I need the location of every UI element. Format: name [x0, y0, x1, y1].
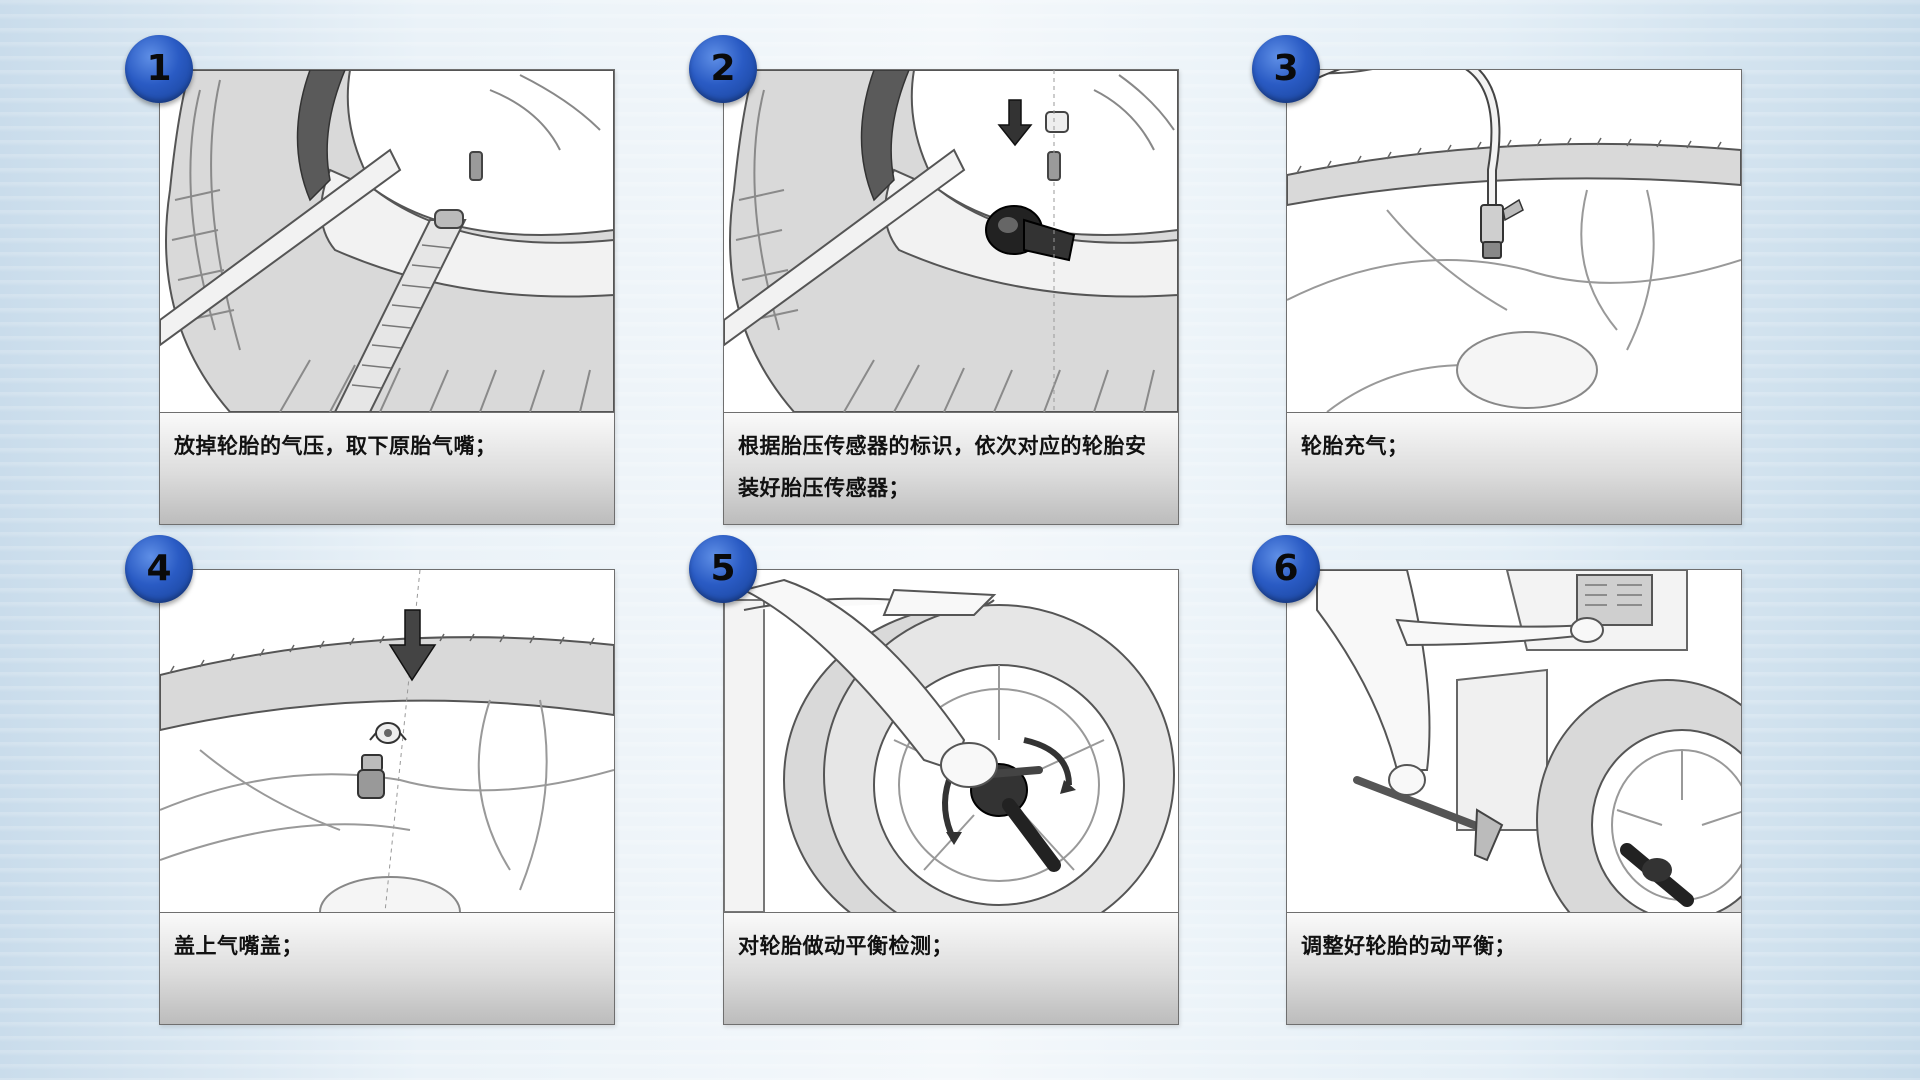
- step-5-caption: 对轮胎做动平衡检测；: [724, 913, 1178, 1024]
- tpms-sensor-install-illustration: [724, 70, 1178, 412]
- step-6: 调整好轮胎的动平衡； 6: [1252, 535, 1742, 1025]
- step-panel: 对轮胎做动平衡检测；: [723, 569, 1179, 1025]
- step-6-number-badge: 6: [1252, 535, 1320, 603]
- tire-inflation-illustration: [1287, 70, 1741, 412]
- wheel-balancing-illustration: [724, 578, 1175, 912]
- step-4: 盖上气嘴盖； 4: [125, 535, 615, 1025]
- step-panel: 盖上气嘴盖；: [159, 569, 615, 1025]
- step-3-number-badge: 3: [1252, 35, 1320, 103]
- step-panel: 调整好轮胎的动平衡；: [1286, 569, 1742, 1025]
- step-3-illustration: [1287, 70, 1741, 413]
- step-2: 根据胎压传感器的标识，依次对应的轮胎安装好胎压传感器； 2: [689, 35, 1179, 525]
- step-1-caption: 放掉轮胎的气压，取下原胎气嘴；: [160, 413, 614, 524]
- step-6-caption: 调整好轮胎的动平衡；: [1287, 913, 1741, 1024]
- step-1-illustration: [160, 70, 614, 413]
- step-panel: 根据胎压传感器的标识，依次对应的轮胎安装好胎压传感器；: [723, 69, 1179, 525]
- step-4-number-badge: 4: [125, 535, 193, 603]
- step-2-caption: 根据胎压传感器的标识，依次对应的轮胎安装好胎压传感器；: [724, 413, 1178, 524]
- step-5-illustration: [724, 570, 1178, 913]
- step-panel: 轮胎充气；: [1286, 69, 1742, 525]
- valve-cap-illustration: [160, 570, 614, 912]
- tire-bead-breaking-illustration: [160, 70, 614, 412]
- step-4-caption: 盖上气嘴盖；: [160, 913, 614, 1024]
- balance-adjustment-illustration: [1316, 570, 1741, 912]
- step-2-illustration: [724, 70, 1178, 413]
- step-5-number-badge: 5: [689, 535, 757, 603]
- step-6-illustration: [1287, 570, 1741, 913]
- step-4-illustration: [160, 570, 614, 913]
- step-3: 轮胎充气； 3: [1252, 35, 1742, 525]
- step-5: 对轮胎做动平衡检测； 5: [689, 535, 1179, 1025]
- step-3-caption: 轮胎充气；: [1287, 413, 1741, 524]
- step-1: 放掉轮胎的气压，取下原胎气嘴； 1: [125, 35, 615, 525]
- step-1-number-badge: 1: [125, 35, 193, 103]
- step-panel: 放掉轮胎的气压，取下原胎气嘴；: [159, 69, 615, 525]
- step-2-number-badge: 2: [689, 35, 757, 103]
